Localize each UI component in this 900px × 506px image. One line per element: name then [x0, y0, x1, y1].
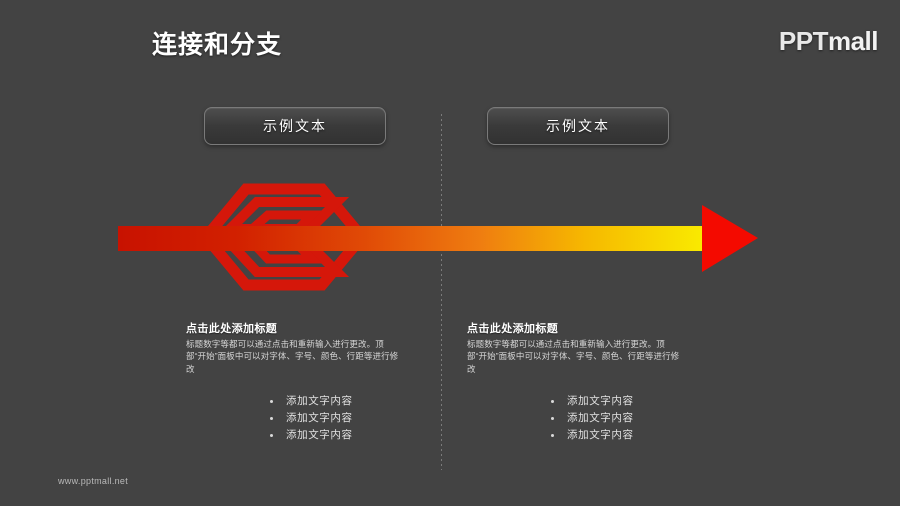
column-left-body: 标题数字等都可以通过点击和重新输入进行更改。顶部“开始”面板中可以对字体、字号、… [186, 339, 399, 374]
brand-logo-ppt: PPT [778, 26, 829, 56]
sample-text-button-left-label: 示例文本 [263, 118, 327, 134]
list-item: 添加文字内容 [539, 427, 683, 444]
list-item: 添加文字内容 [539, 410, 683, 427]
sample-text-button-left[interactable]: 示例文本 [204, 107, 386, 145]
column-left-bullet-list: 添加文字内容 添加文字内容 添加文字内容 [258, 393, 402, 444]
bullet-dot-icon [270, 399, 273, 403]
list-item: 添加文字内容 [258, 410, 402, 427]
column-right-bullet-list: 添加文字内容 添加文字内容 添加文字内容 [539, 393, 683, 444]
list-item-label: 添加文字内容 [567, 428, 634, 441]
list-item-label: 添加文字内容 [286, 428, 353, 441]
column-right-body: 标题数字等都可以通过点击和重新输入进行更改。顶部“开始”面板中可以对字体、字号、… [467, 339, 680, 374]
column-left-heading: 点击此处添加标题 [186, 323, 278, 335]
gradient-arrow-right [118, 205, 758, 272]
bullet-dot-icon [270, 416, 273, 420]
list-item-label: 添加文字内容 [567, 411, 634, 424]
bullet-dot-icon [551, 399, 554, 403]
brand-logo-mall: mall [827, 26, 879, 56]
list-item-label: 添加文字内容 [286, 411, 353, 424]
sample-text-button-right-label: 示例文本 [546, 118, 610, 134]
text-column-left: 点击此处添加标题 标题数字等都可以通过点击和重新输入进行更改。顶部“开始”面板中… [186, 320, 402, 444]
list-item-label: 添加文字内容 [286, 394, 353, 407]
list-item: 添加文字内容 [539, 393, 683, 410]
hexagon-arrow-diagram [0, 170, 900, 305]
column-divider [441, 114, 442, 470]
bullet-dot-icon [270, 433, 273, 437]
list-item-label: 添加文字内容 [567, 394, 634, 407]
text-column-right: 点击此处添加标题 标题数字等都可以通过点击和重新输入进行更改。顶部“开始”面板中… [467, 320, 683, 444]
sample-text-button-right[interactable]: 示例文本 [487, 107, 669, 145]
bullet-dot-icon [551, 416, 554, 420]
bullet-dot-icon [551, 433, 554, 437]
list-item: 添加文字内容 [258, 427, 402, 444]
footer-url: www.pptmall.net [58, 476, 129, 486]
list-item: 添加文字内容 [258, 393, 402, 410]
page-title: 连接和分支 [152, 31, 283, 59]
brand-logo: PPTmall [778, 26, 879, 57]
column-right-heading: 点击此处添加标题 [467, 323, 559, 335]
